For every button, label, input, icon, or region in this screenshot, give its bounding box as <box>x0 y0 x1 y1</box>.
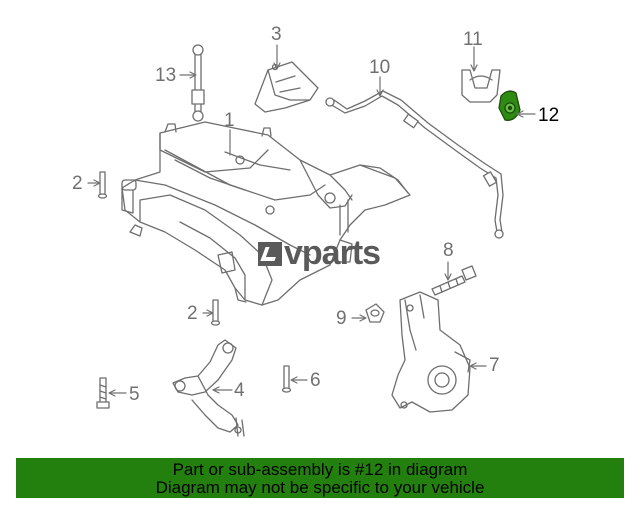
leader-lines <box>87 44 536 397</box>
callout-8: 8 <box>443 240 454 261</box>
watermark-text: vparts <box>284 234 381 272</box>
callout-4: 4 <box>234 380 245 401</box>
bracket-part-3 <box>254 61 319 113</box>
nut-part-9 <box>365 303 385 323</box>
callout-9: 9 <box>336 308 347 329</box>
logo-mark-icon <box>258 242 282 266</box>
bushing-clamp-part-11 <box>461 69 501 103</box>
steering-knuckle-part-7 <box>391 291 471 413</box>
callout-13: 13 <box>155 65 177 86</box>
callout-7: 7 <box>489 355 500 376</box>
bolt-part-6 <box>281 365 292 393</box>
callout-2-lower: 2 <box>187 303 198 324</box>
callout-2-upper: 2 <box>72 173 83 194</box>
callout-10: 10 <box>369 57 391 78</box>
front-subframe <box>121 121 411 306</box>
footer-banner: Part or sub-assembly is #12 in diagram D… <box>16 458 624 498</box>
callout-6: 6 <box>310 370 321 391</box>
callout-3: 3 <box>271 24 282 45</box>
watermark-logo: vparts <box>258 234 381 272</box>
bolt-part-2-lower <box>210 299 221 326</box>
callout-12: 12 <box>538 105 560 126</box>
stabilizer-link-part-13 <box>191 44 205 122</box>
callout-11: 11 <box>463 29 483 50</box>
bolt-part-8 <box>431 265 477 296</box>
lower-control-arm-part-4 <box>172 339 245 437</box>
footer-line-1: Part or sub-assembly is #12 in diagram <box>172 460 468 479</box>
footer-line-2: Diagram may not be specific to your vehi… <box>155 478 485 497</box>
callout-1: 1 <box>224 110 235 131</box>
stabilizer-bar-part-10 <box>325 90 504 239</box>
bolt-part-2-upper <box>97 171 108 199</box>
callout-5: 5 <box>129 384 140 405</box>
bushing-part-12 <box>498 90 521 121</box>
bolt-part-5 <box>96 377 110 409</box>
